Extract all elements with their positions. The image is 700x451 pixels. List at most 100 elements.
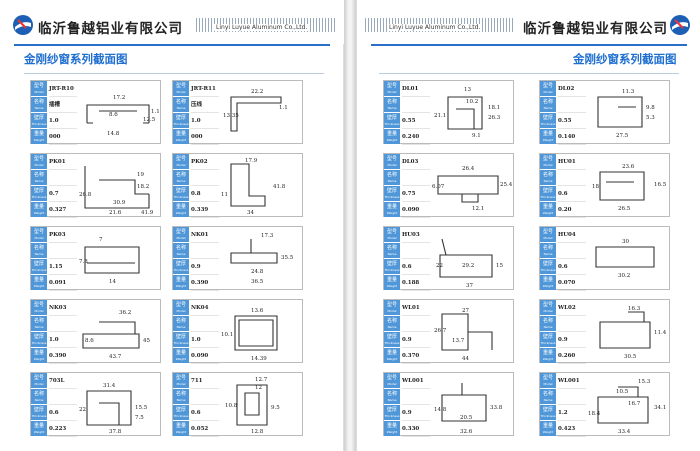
spec-label-cn: 壁厚 xyxy=(33,334,44,340)
dimension-label: 25.4 xyxy=(500,182,512,188)
spec-label-cn: 壁厚 xyxy=(175,261,186,267)
spec-weight: 0.327 xyxy=(49,202,77,218)
dimension-label: 5.3 xyxy=(646,115,655,121)
spec-label-en: Model xyxy=(176,382,186,386)
page-gutter xyxy=(344,0,356,451)
spec-label-en: Thickness xyxy=(31,341,47,345)
spec-label-en: Model xyxy=(543,309,553,313)
company-english: Linyi Luyue Aluminum Co.,Ltd. xyxy=(387,24,483,31)
spec-label-cn: 型号 xyxy=(175,156,186,162)
spec-label-cn: 名称 xyxy=(175,99,186,105)
profile-outline xyxy=(230,239,278,264)
spec-label-cn: 型号 xyxy=(33,302,44,308)
spec-label-cn: 型号 xyxy=(542,302,553,308)
spec-label-cn: 重量 xyxy=(542,204,553,210)
spec-thickness: 0.9 xyxy=(402,405,430,421)
spec-weight: 0.070 xyxy=(558,275,586,291)
spec-weight: 0.20 xyxy=(558,202,586,218)
spec-label-en: Model xyxy=(34,309,44,313)
spec-model: NK03 xyxy=(49,300,77,316)
spec-weight: 0.423 xyxy=(558,421,586,437)
spec-weight: 0.330 xyxy=(402,421,430,437)
spec-thickness: 1.0 xyxy=(191,332,219,348)
spec-label-en: Model xyxy=(176,309,186,313)
spec-name xyxy=(191,316,219,332)
spec-label-en: Model xyxy=(387,382,397,386)
dimension-label: 30.5 xyxy=(624,354,637,360)
spec-label-cn: 重量 xyxy=(33,350,44,356)
spec-model: JRT-R11 xyxy=(191,81,219,97)
dimension-label: 10.1 xyxy=(221,332,233,338)
profile-drawing: 17.28.612.514.81.1 xyxy=(86,95,159,137)
spec-label-cn: 型号 xyxy=(386,156,397,162)
spec-label-cn: 型号 xyxy=(386,375,397,381)
spec-label-cn: 重量 xyxy=(542,277,553,283)
spec-label-cn: 重量 xyxy=(386,423,397,429)
spec-label-en: Model xyxy=(34,90,44,94)
spec-thickness: 0.7 xyxy=(49,186,77,202)
spec-label-cn: 名称 xyxy=(175,172,186,178)
profile-outline xyxy=(230,163,266,207)
profile-outline xyxy=(597,96,643,128)
spec-label-en: Thickness xyxy=(173,414,189,418)
spec-weight: 0.052 xyxy=(191,421,219,437)
spec-label-en: Weight xyxy=(175,211,187,215)
spec-label-cn: 壁厚 xyxy=(386,188,397,194)
spec-label-cn: 壁厚 xyxy=(542,261,553,267)
dimension-label: 20.5 xyxy=(460,415,473,421)
dimension-label: 11.3 xyxy=(622,89,635,95)
dimension-label: 13.6 xyxy=(251,308,264,314)
right-header: Linyi Luyue Aluminum Co.,Ltd. 临沂鲁越铝业有限公司 xyxy=(357,0,700,46)
company-english: Linyi Luyue Aluminum Co.,Ltd. xyxy=(214,24,310,31)
spec-label-cn: 名称 xyxy=(386,391,397,397)
spec-label-en: Weight xyxy=(175,357,187,361)
dimension-label: 9.1 xyxy=(472,133,481,139)
spec-name xyxy=(49,243,77,259)
dimension-label: 7 xyxy=(99,237,103,243)
profile-drawing: 22.213.351.1 xyxy=(223,89,288,132)
spec-label-en: Name xyxy=(34,398,44,402)
dimension-label: 41.8 xyxy=(273,184,286,190)
left-page: 临沂鲁越铝业有限公司 Linyi Luyue Aluminum Co.,Ltd.… xyxy=(0,0,344,451)
spec-label-en: Weight xyxy=(33,211,45,215)
spec-thickness: 0.55 xyxy=(558,113,586,129)
spec-label-cn: 重量 xyxy=(542,350,553,356)
profile-outline xyxy=(230,96,282,132)
spec-label-cn: 壁厚 xyxy=(175,334,186,340)
title-underline xyxy=(379,73,679,74)
spec-label-cn: 壁厚 xyxy=(175,407,186,413)
spec-thickness: 1.0 xyxy=(49,332,77,348)
spec-label-cn: 型号 xyxy=(175,302,186,308)
spec-label-cn: 名称 xyxy=(542,245,553,251)
spec-label-cn: 名称 xyxy=(386,172,397,178)
spec-model: NK04 xyxy=(191,300,219,316)
